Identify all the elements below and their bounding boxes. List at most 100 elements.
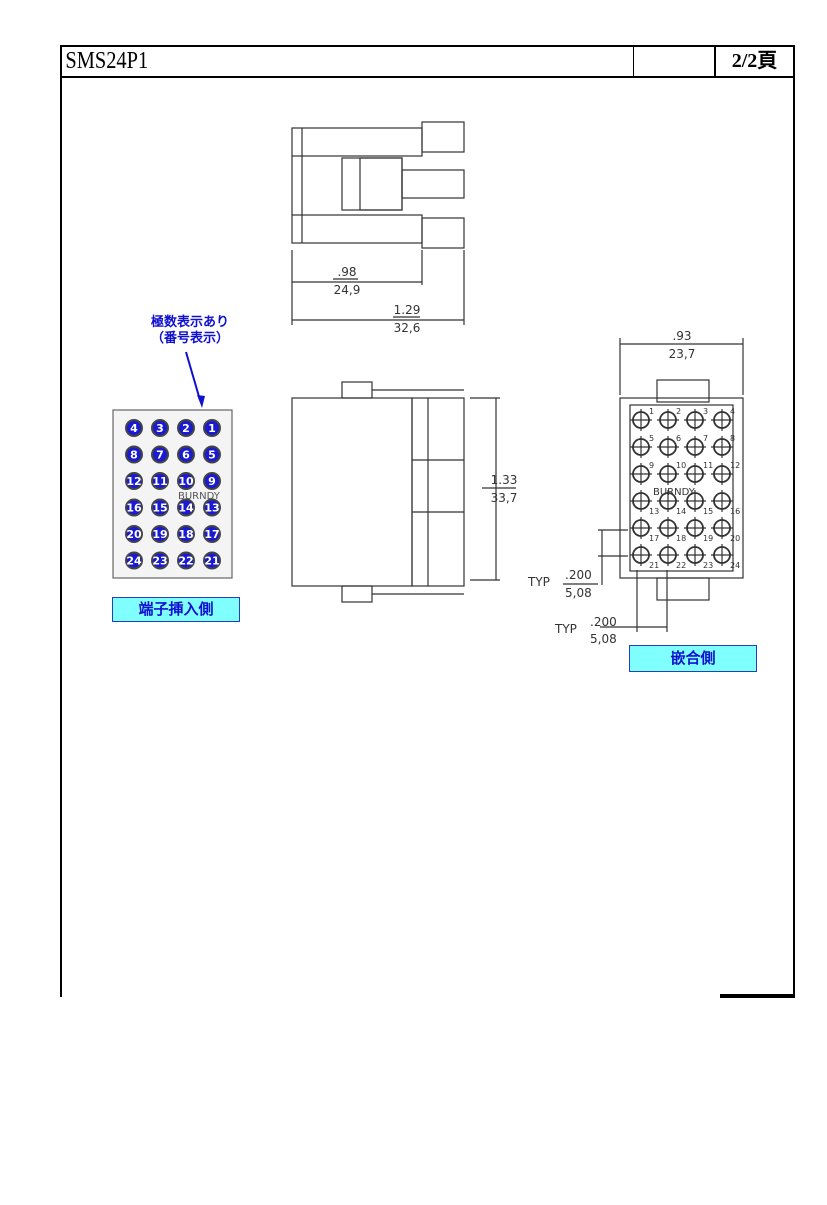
pin-number: 22 xyxy=(676,561,686,570)
pin-number: 24 xyxy=(126,555,142,568)
pin-cavity: 9 xyxy=(203,472,221,490)
pin-number: 18 xyxy=(676,534,686,543)
pin-number: 5 xyxy=(208,449,216,462)
pin-cavity: 24 xyxy=(125,551,143,570)
pitch-mm-vertical: 5,08 xyxy=(565,586,592,600)
pin-cavity: 17 xyxy=(630,517,659,543)
pin-cavity: 8 xyxy=(711,434,735,458)
pin-cavity: 4 xyxy=(711,407,735,431)
pin-cavity: 13 xyxy=(203,498,221,517)
pin-number: 8 xyxy=(130,449,138,462)
dim-98-in: .98 xyxy=(337,265,356,279)
pin-number: 21 xyxy=(204,555,219,568)
pin-cavity: 11 xyxy=(151,472,169,490)
pin-cavity: 19 xyxy=(684,517,713,543)
pin-number: 18 xyxy=(178,528,193,541)
pin-number: 20 xyxy=(730,534,740,543)
pin-number: 17 xyxy=(204,528,219,541)
pin-cavity: 10 xyxy=(657,461,686,485)
dim-129-in: 1.29 xyxy=(394,303,421,317)
pin-number: 23 xyxy=(152,555,167,568)
pin-cavity: 23 xyxy=(684,544,713,570)
pin-number: 20 xyxy=(126,528,142,541)
pin-number: 6 xyxy=(676,434,681,443)
dim-133-mm: 33,7 xyxy=(491,491,518,505)
pin-number: 9 xyxy=(208,475,216,488)
pin-cavity: 11 xyxy=(684,461,713,485)
pin-number: 17 xyxy=(649,534,659,543)
pin-number: 2 xyxy=(182,422,190,435)
pin-number: 14 xyxy=(178,502,194,515)
dim-93-in: .93 xyxy=(672,329,691,343)
pin-number: 5 xyxy=(649,434,654,443)
annotation-arrow xyxy=(185,351,201,401)
pin-number: 19 xyxy=(703,534,713,543)
dim-93-mm: 23,7 xyxy=(669,347,696,361)
pin-number: 3 xyxy=(156,422,164,435)
pin-cavity: 4 xyxy=(125,419,143,437)
mating-side-view: .93 23,7 BURNDY TYP .200 5,08 TYP .200 5… xyxy=(527,329,744,646)
pin-cavity: 14 xyxy=(177,498,195,517)
pin-number: 1 xyxy=(208,422,216,435)
pin-cavity: 20 xyxy=(711,517,740,543)
pitch-in-vertical: .200 xyxy=(565,568,592,582)
pin-number: 15 xyxy=(703,507,713,516)
pin-cavity: 21 xyxy=(630,544,659,570)
pin-number: 23 xyxy=(703,561,713,570)
pin-number: 9 xyxy=(649,461,654,470)
pitch-in-horizontal: .200 xyxy=(590,615,617,629)
pin-cavity: 15 xyxy=(151,498,169,517)
pin-number: 7 xyxy=(703,434,708,443)
dim-133-in: 1.33 xyxy=(491,473,518,487)
pin-cavity: 6 xyxy=(177,445,195,464)
note-line-1: 極数表示あり xyxy=(150,315,229,330)
pin-number: 10 xyxy=(178,475,194,488)
pin-cavity: 8 xyxy=(125,445,143,464)
pin-number: 11 xyxy=(703,461,713,470)
top-view: .98 24,9 1.29 32,6 xyxy=(291,121,465,335)
dim-129-mm: 32,6 xyxy=(394,321,421,335)
pin-number: 13 xyxy=(649,507,659,516)
pin-cavity: 18 xyxy=(657,517,686,543)
pin-number: 12 xyxy=(730,461,740,470)
pin-numbering-note: 極数表示あり （番号表示） xyxy=(125,315,255,347)
pin-cavity: 3 xyxy=(151,419,169,437)
blank-cell xyxy=(633,47,714,76)
brand-logo: BURNDY xyxy=(653,487,696,498)
part-number: SMS24P1 xyxy=(65,48,149,74)
insert-side-label: 端子挿入側 xyxy=(112,597,240,622)
pin-cavity: 10 xyxy=(177,472,195,490)
pin-cavity: 24 xyxy=(711,544,740,570)
pin-cavity: 21 xyxy=(203,551,221,570)
page-number: 2/2頁 xyxy=(714,47,793,76)
pin-number: 22 xyxy=(178,555,193,568)
pin-cavity: 9 xyxy=(630,461,654,485)
pin-number: 4 xyxy=(130,422,138,435)
pin-cavity: 13 xyxy=(630,490,659,516)
pin-number: 7 xyxy=(156,449,164,462)
pin-cavity: 18 xyxy=(177,525,195,543)
side-view: 1.33 33,7 xyxy=(291,381,518,603)
pin-cavity: 1 xyxy=(630,407,654,431)
pin-number: 12 xyxy=(126,475,141,488)
pin-cavity: 2 xyxy=(657,407,681,431)
pin-number: 10 xyxy=(676,461,686,470)
frame-corner-bar xyxy=(720,994,795,998)
pin-cavity: 6 xyxy=(657,434,681,458)
drawing-frame xyxy=(60,45,795,997)
pin-cavity: 16 xyxy=(711,490,740,516)
arrow-head-icon xyxy=(197,395,205,408)
pin-cavity: 12 xyxy=(125,472,143,490)
pin-cavity: 12 xyxy=(711,461,740,485)
pin-number: 3 xyxy=(703,407,708,416)
pin-number: 11 xyxy=(152,475,167,488)
pin-number: 16 xyxy=(126,502,142,515)
pin-cavity: 7 xyxy=(684,434,708,458)
pin-number: 6 xyxy=(182,449,190,462)
pin-number: 4 xyxy=(730,407,735,416)
pin-cavity: 20 xyxy=(125,525,143,543)
pin-number: 14 xyxy=(676,507,686,516)
pin-number: 15 xyxy=(152,502,167,515)
